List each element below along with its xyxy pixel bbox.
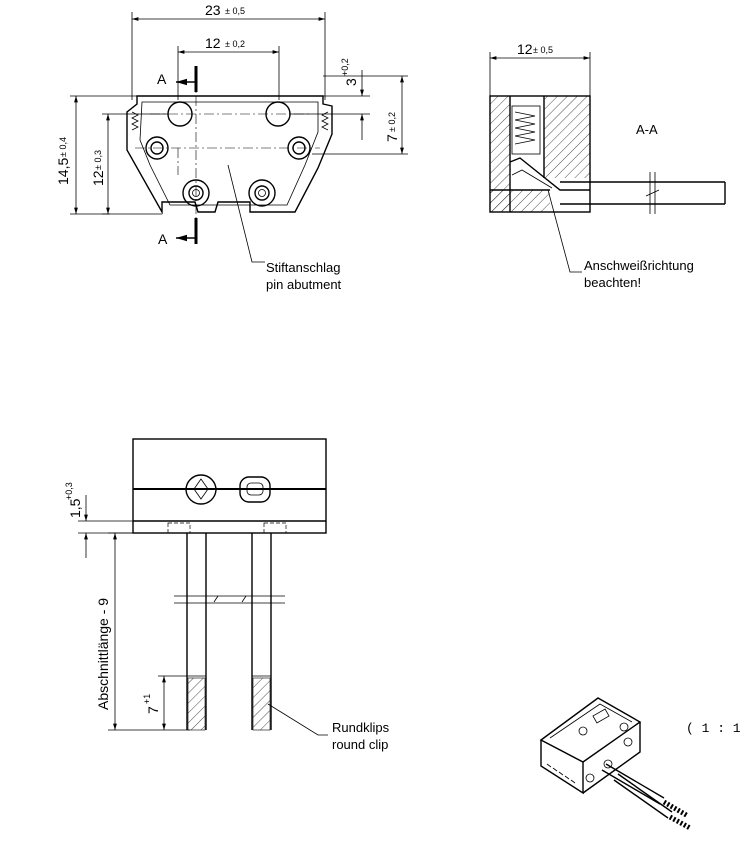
side-body bbox=[132, 438, 327, 534]
callout-weld-line2: beachten! bbox=[584, 275, 641, 290]
socket-oval bbox=[239, 476, 271, 503]
dim-strip: 7 bbox=[145, 706, 161, 714]
dim-height-total: 14,5 bbox=[55, 158, 71, 185]
section-mark-bottom: A bbox=[158, 231, 168, 247]
iso-body-top bbox=[539, 697, 642, 763]
dim-height-total-tol: ± 0,4 bbox=[58, 137, 68, 157]
dim-width-total-tol: ± 0,5 bbox=[225, 6, 245, 16]
pin-right bbox=[251, 533, 272, 731]
dim-side-offset-tol: +0,3 bbox=[64, 482, 74, 500]
dim-depth-tol: ± 0,5 bbox=[533, 45, 553, 55]
iso-view: ( 1 : 1 ) bbox=[539, 697, 750, 831]
pin-left bbox=[186, 533, 207, 731]
dim-height-holes: 12 bbox=[90, 170, 106, 186]
front-view: A A 23 ± 0,5 12 ± 0,2 14,5 ± 0,4 12 ± 0,… bbox=[55, 2, 408, 292]
socket-round bbox=[185, 474, 217, 505]
callout-round-clip-en: round clip bbox=[332, 737, 388, 752]
dim-strip-tol: +1 bbox=[142, 694, 152, 704]
section-label: A-A bbox=[636, 122, 658, 137]
side-view: 1,5 +0,3 Abschnittlänge - 9 7 +1 Rundkli… bbox=[64, 438, 390, 752]
dim-offset-mid-tol: ± 0,2 bbox=[387, 112, 397, 132]
dim-offset-mid: 7 bbox=[384, 134, 400, 142]
spring bbox=[514, 111, 536, 145]
callout-pin-abutment-en: pin abutment bbox=[266, 277, 342, 292]
section-mark-top: A bbox=[157, 71, 167, 87]
dim-side-offset: 1,5 bbox=[67, 498, 83, 518]
front-body-outline bbox=[126, 95, 333, 215]
callout-weld-line1: Anschweißrichtung bbox=[584, 258, 694, 273]
section-view: 12 ± 0,5 A-A Anschweißrichtung beachten! bbox=[489, 41, 726, 290]
dim-offset-top-tol: +0,2 bbox=[340, 58, 350, 76]
callout-round-clip-de: Rundklips bbox=[332, 720, 390, 735]
dim-height-holes-tol: ± 0,3 bbox=[93, 150, 103, 170]
pin-hole-right bbox=[248, 179, 276, 207]
dim-depth: 12 bbox=[517, 41, 533, 57]
dim-width-total: 23 bbox=[205, 2, 221, 18]
dim-offset-top: 3 bbox=[343, 78, 359, 86]
callout-pin-abutment-de: Stiftanschlag bbox=[266, 260, 340, 275]
dim-cut-length: Abschnittlänge - 9 bbox=[95, 598, 111, 710]
dim-width-holes-tol: ± 0,2 bbox=[225, 39, 245, 49]
scale-label: ( 1 : 1 ) bbox=[686, 721, 750, 736]
dim-width-holes: 12 bbox=[205, 35, 221, 51]
